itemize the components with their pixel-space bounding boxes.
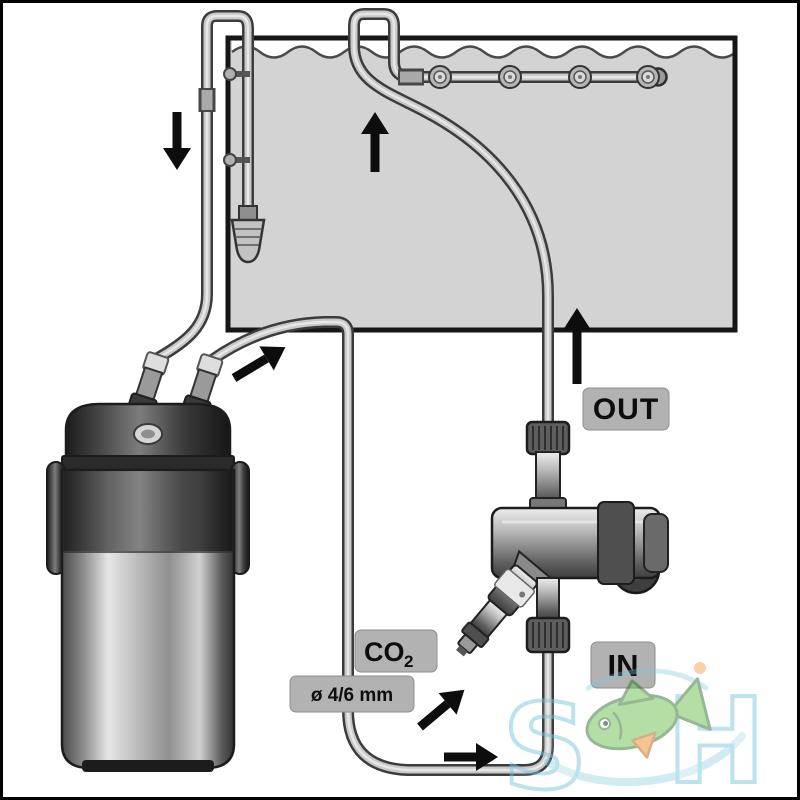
watermark-logo: S H — [501, 662, 767, 800]
diffuser-output-hose — [348, 8, 662, 436]
filter-body-upper-band — [63, 471, 233, 551]
mounting-bracket — [597, 501, 635, 585]
spray-bar — [398, 65, 668, 89]
flow-arrow-up-tank-icon — [361, 112, 389, 172]
suction-clip — [223, 153, 250, 167]
spray-bar-nozzle — [636, 65, 660, 89]
flow-arrow-co2-icon — [417, 689, 465, 731]
spray-bar-nozzle — [568, 65, 592, 89]
canister-filter — [46, 351, 250, 772]
co2-check-valve — [456, 549, 552, 657]
filter-output-hose — [206, 316, 554, 776]
out-label-text: OUT — [593, 393, 659, 426]
co2-label-text: CO — [364, 637, 405, 667]
co2-hose-barb — [457, 634, 478, 654]
co2-inline-diffuser — [456, 420, 669, 657]
watermark-letter-s: S — [503, 678, 588, 800]
intake-strainer — [230, 205, 266, 264]
hose-size-label-text: ø 4/6 mm — [311, 685, 393, 706]
in-label-text: IN — [608, 648, 639, 683]
co2-label-subscript: 2 — [404, 652, 413, 671]
out-label: OUT — [582, 387, 670, 431]
spray-bar-nozzle — [498, 65, 522, 89]
intake-pipe-assembly — [223, 67, 266, 264]
flow-arrow-right-icon — [444, 743, 498, 771]
labels: OUT IN CO 2 ø 4/6 mm — [289, 387, 670, 713]
intake-hose — [152, 10, 254, 364]
flow-arrows — [163, 112, 591, 771]
in-label: IN — [590, 641, 656, 689]
watermark-letter-h: H — [667, 672, 766, 800]
spray-bar-nozzle — [428, 65, 452, 89]
flow-arrow-down-icon — [163, 112, 191, 170]
flow-arrow-out-icon — [563, 308, 591, 384]
filter-base — [82, 760, 214, 772]
flow-arrow-filter-out-icon — [231, 346, 286, 382]
diffuser-end-cap — [643, 513, 669, 573]
co2-label: CO 2 — [354, 629, 438, 673]
in-connector-nut — [525, 616, 571, 654]
filter-head-joint — [61, 455, 235, 471]
hose-size-label: ø 4/6 mm — [289, 675, 415, 713]
fish-icon — [585, 677, 712, 759]
diffuser-bottom-neck — [536, 577, 560, 621]
suction-clip — [223, 67, 250, 81]
